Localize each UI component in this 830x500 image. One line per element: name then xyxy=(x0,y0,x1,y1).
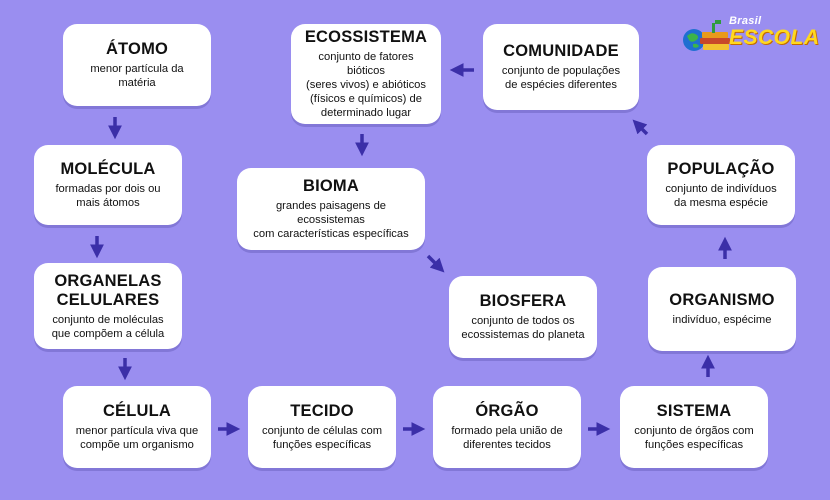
logo-escola-text: ESCOLA xyxy=(729,26,820,49)
node-comunidade-desc: conjunto de populações de espécies difer… xyxy=(501,65,621,91)
node-tecido: TECIDO conjunto de células com funções e… xyxy=(248,386,396,468)
node-biosfera-desc: conjunto de todos os ecossistemas do pla… xyxy=(461,315,585,341)
node-organismo-title: ORGANISMO xyxy=(669,291,775,309)
node-atomo-title: ÁTOMO xyxy=(105,40,169,58)
node-orgao-desc: formado pela união de diferentes tecidos xyxy=(451,425,563,451)
node-organelas-desc: conjunto de moléculas que compõem a célu… xyxy=(51,313,165,340)
node-orgao-title: ÓRGÃO xyxy=(475,402,539,420)
node-populacao-desc: conjunto de indivíduos da mesma espécie xyxy=(665,183,777,209)
node-molecula-title: MOLÉCULA xyxy=(60,160,156,178)
node-molecula: MOLÉCULA formadas por dois ou mais átomo… xyxy=(34,145,182,225)
node-biosfera-title: BIOSFERA xyxy=(479,292,567,310)
brasil-escola-logo-icon xyxy=(683,20,730,51)
node-atomo: ÁTOMO menor partícula da matéria xyxy=(63,24,211,106)
node-ecossistema: ECOSSISTEMA conjunto de fatores bióticos… xyxy=(291,24,441,124)
node-bioma-title: BIOMA xyxy=(303,177,359,195)
node-populacao-title: POPULAÇÃO xyxy=(667,160,775,178)
node-celula: CÉLULA menor partícula viva que compõe u… xyxy=(63,386,211,468)
node-ecossistema-desc: conjunto de fatores bióticos (seres vivo… xyxy=(306,51,426,119)
node-comunidade-title: COMUNIDADE xyxy=(503,42,619,60)
node-sistema: SISTEMA conjunto de órgãos com funções e… xyxy=(620,386,768,468)
node-organismo-desc: indivíduo, espécime xyxy=(672,314,772,326)
node-organelas-title: ORGANELAS CELULARES xyxy=(54,271,162,309)
node-sistema-title: SISTEMA xyxy=(656,402,732,420)
node-tecido-desc: conjunto de células com funções específi… xyxy=(261,425,383,451)
node-atomo-desc: menor partícula da matéria xyxy=(90,63,184,89)
node-celula-title: CÉLULA xyxy=(102,402,172,420)
node-comunidade: COMUNIDADE conjunto de populações de esp… xyxy=(483,24,639,110)
logo-brasil-text: Brasil xyxy=(729,15,762,27)
node-sistema-desc: conjunto de órgãos com funções específic… xyxy=(634,425,754,451)
node-celula-desc: menor partícula viva que compõe um organ… xyxy=(75,425,199,451)
node-populacao: POPULAÇÃO conjunto de indivíduos da mesm… xyxy=(647,145,795,225)
node-orgao: ÓRGÃO formado pela união de diferentes t… xyxy=(433,386,581,468)
arrow-populacao-comunidade xyxy=(632,119,649,136)
node-biosfera: BIOSFERA conjunto de todos os ecossistem… xyxy=(449,276,597,358)
node-organismo: ORGANISMO indivíduo, espécime xyxy=(648,267,796,351)
node-bioma-desc: grandes paisagens de ecossistemas com ca… xyxy=(253,200,409,240)
node-organelas: ORGANELAS CELULARES conjunto de molécula… xyxy=(34,263,182,349)
node-ecossistema-title: ECOSSISTEMA xyxy=(304,28,428,46)
arrow-bioma-biosfera xyxy=(426,254,445,273)
node-tecido-title: TECIDO xyxy=(290,402,354,420)
node-molecula-desc: formadas por dois ou mais átomos xyxy=(55,183,161,209)
node-bioma: BIOMA grandes paisagens de ecossistemas … xyxy=(237,168,425,250)
